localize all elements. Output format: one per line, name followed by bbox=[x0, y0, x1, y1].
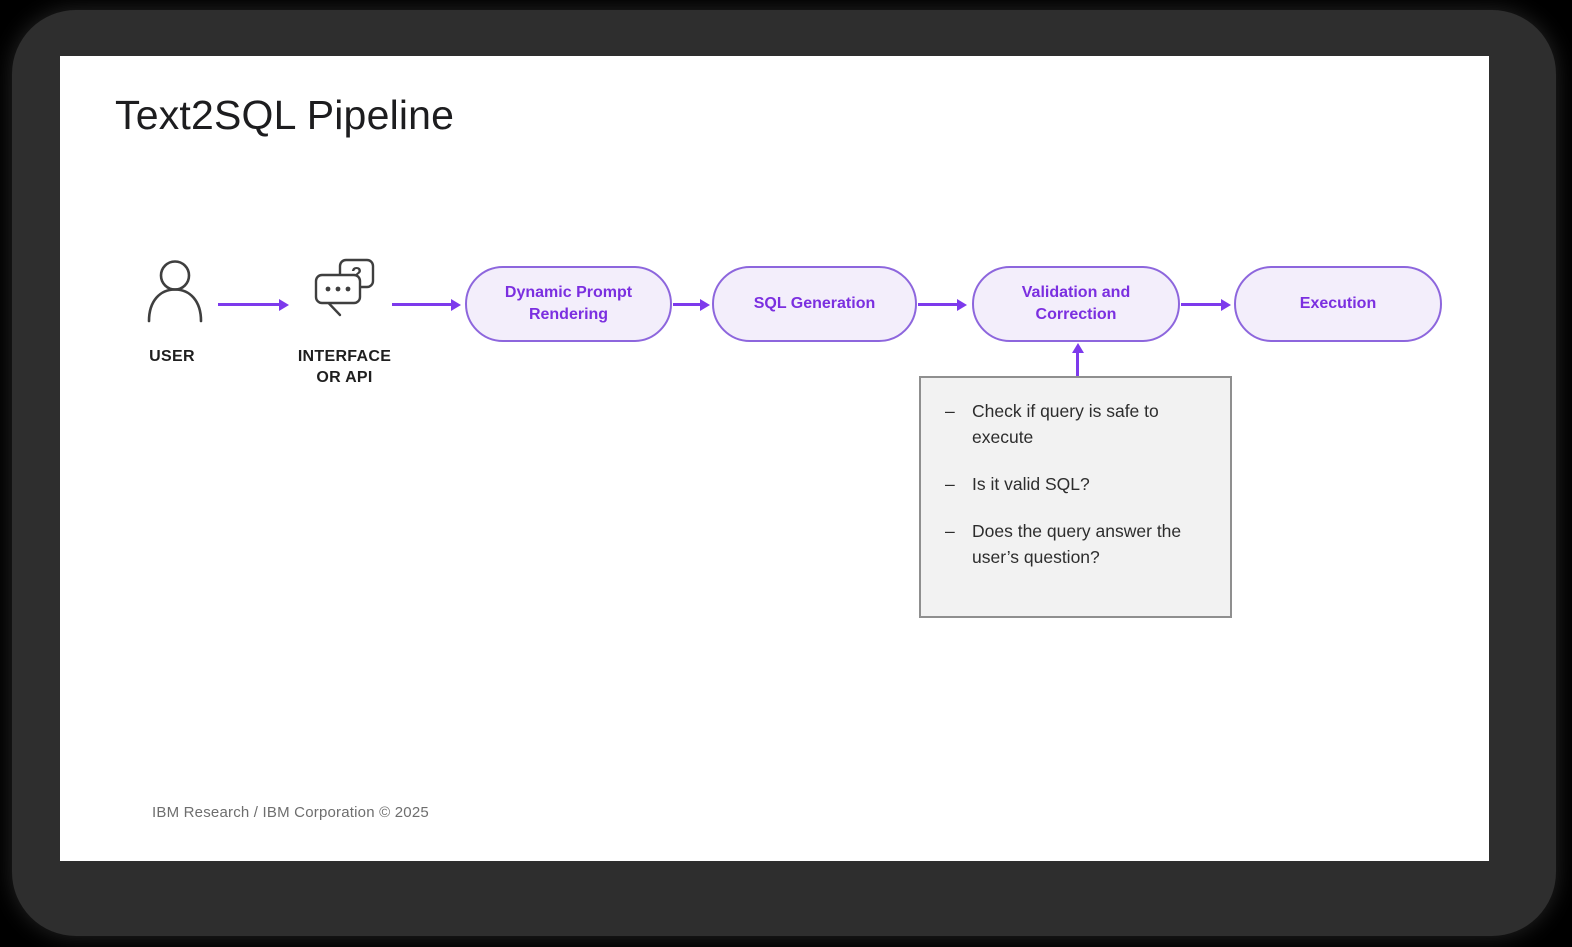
stage-validation-and-correction: Validation and Correction bbox=[972, 266, 1180, 342]
flow-arrow-user-to-interface bbox=[218, 298, 289, 311]
question-glyph: ? bbox=[351, 264, 362, 284]
note-item: – Does the query answer the user’s quest… bbox=[945, 518, 1210, 570]
stage-label: Execution bbox=[1299, 295, 1377, 312]
flow-arrow-rendering-to-generation bbox=[673, 298, 710, 311]
note-item: – Check if query is safe to execute bbox=[945, 398, 1210, 450]
stage-label: SQL Generation bbox=[753, 295, 876, 312]
note-item-text: Does the query answer the user’s questio… bbox=[972, 521, 1182, 567]
presentation-window-frame: Text2SQL Pipeline USER ? INTERFACE OR AP… bbox=[12, 10, 1556, 936]
note-item-text: Check if query is safe to execute bbox=[972, 401, 1159, 447]
page-title: Text2SQL Pipeline bbox=[115, 92, 455, 138]
bullet-dash: – bbox=[945, 521, 955, 541]
bullet-dash: – bbox=[945, 401, 955, 421]
stage-label: Validation and Correction bbox=[1021, 284, 1131, 323]
copyright-footer: IBM Research / IBM Corporation © 2025 bbox=[152, 804, 429, 821]
stage-sql-generation: SQL Generation bbox=[712, 266, 917, 342]
stage-dynamic-prompt-rendering: Dynamic Prompt Rendering bbox=[465, 266, 672, 342]
flow-arrow-validation-to-execution bbox=[1181, 298, 1231, 311]
note-item-text: Is it valid SQL? bbox=[972, 474, 1090, 494]
slide-canvas: Text2SQL Pipeline USER ? INTERFACE OR AP… bbox=[60, 56, 1489, 861]
validation-note-box: – Check if query is safe to execute – Is… bbox=[919, 376, 1232, 618]
actor-label-interface-or-api: INTERFACE OR API bbox=[297, 348, 392, 386]
flow-arrow-interface-to-rendering bbox=[392, 298, 461, 311]
person-icon bbox=[142, 259, 208, 328]
stage-execution: Execution bbox=[1234, 266, 1442, 342]
flow-arrow-generation-to-validation bbox=[918, 298, 967, 311]
actor-label-user: USER bbox=[149, 348, 195, 365]
stage-label: Dynamic Prompt Rendering bbox=[504, 284, 633, 323]
chat-bubbles-icon: ? bbox=[314, 258, 376, 327]
note-arrow-up bbox=[1071, 343, 1084, 377]
bullet-dash: – bbox=[945, 474, 955, 494]
note-item: – Is it valid SQL? bbox=[945, 471, 1210, 497]
